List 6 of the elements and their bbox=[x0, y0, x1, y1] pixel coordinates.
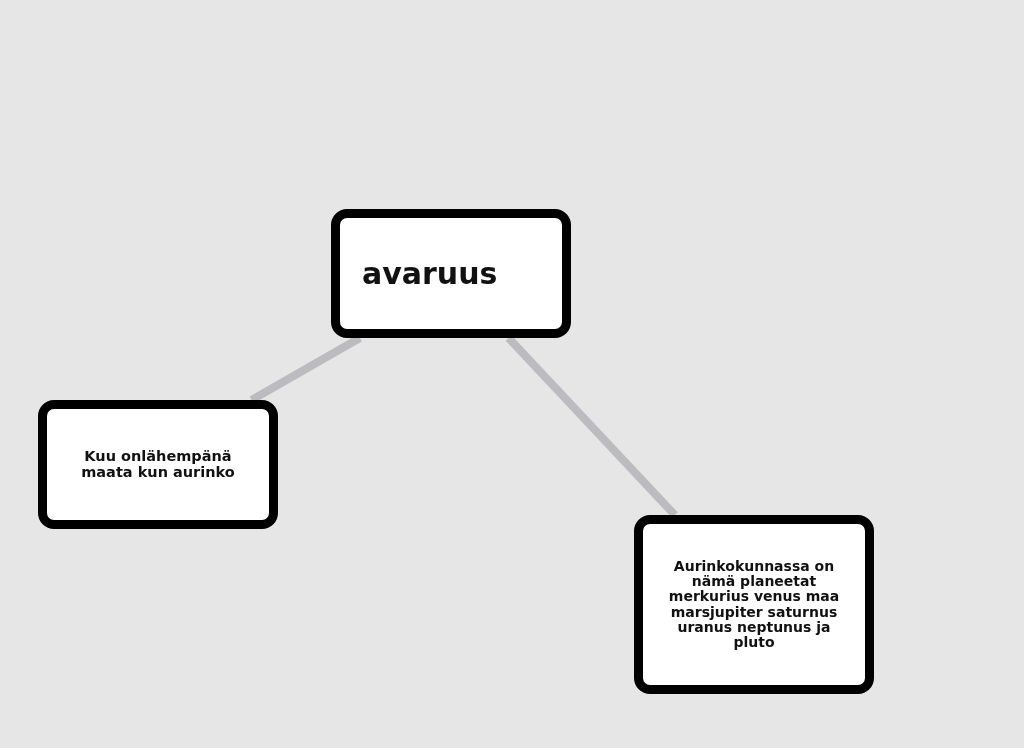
text-box bbox=[331, 209, 571, 338]
text-box bbox=[38, 400, 278, 529]
node-text: Kuu onlähempänä maata kun aurinko bbox=[80, 449, 236, 480]
node-text: Aurinkokunnassa on nämä planeetat merkurius venus maa marsjupiter saturnus uranus neptunus ja pluto bbox=[667, 559, 841, 650]
text-box bbox=[634, 515, 874, 694]
node-title: avaruus bbox=[362, 257, 498, 290]
